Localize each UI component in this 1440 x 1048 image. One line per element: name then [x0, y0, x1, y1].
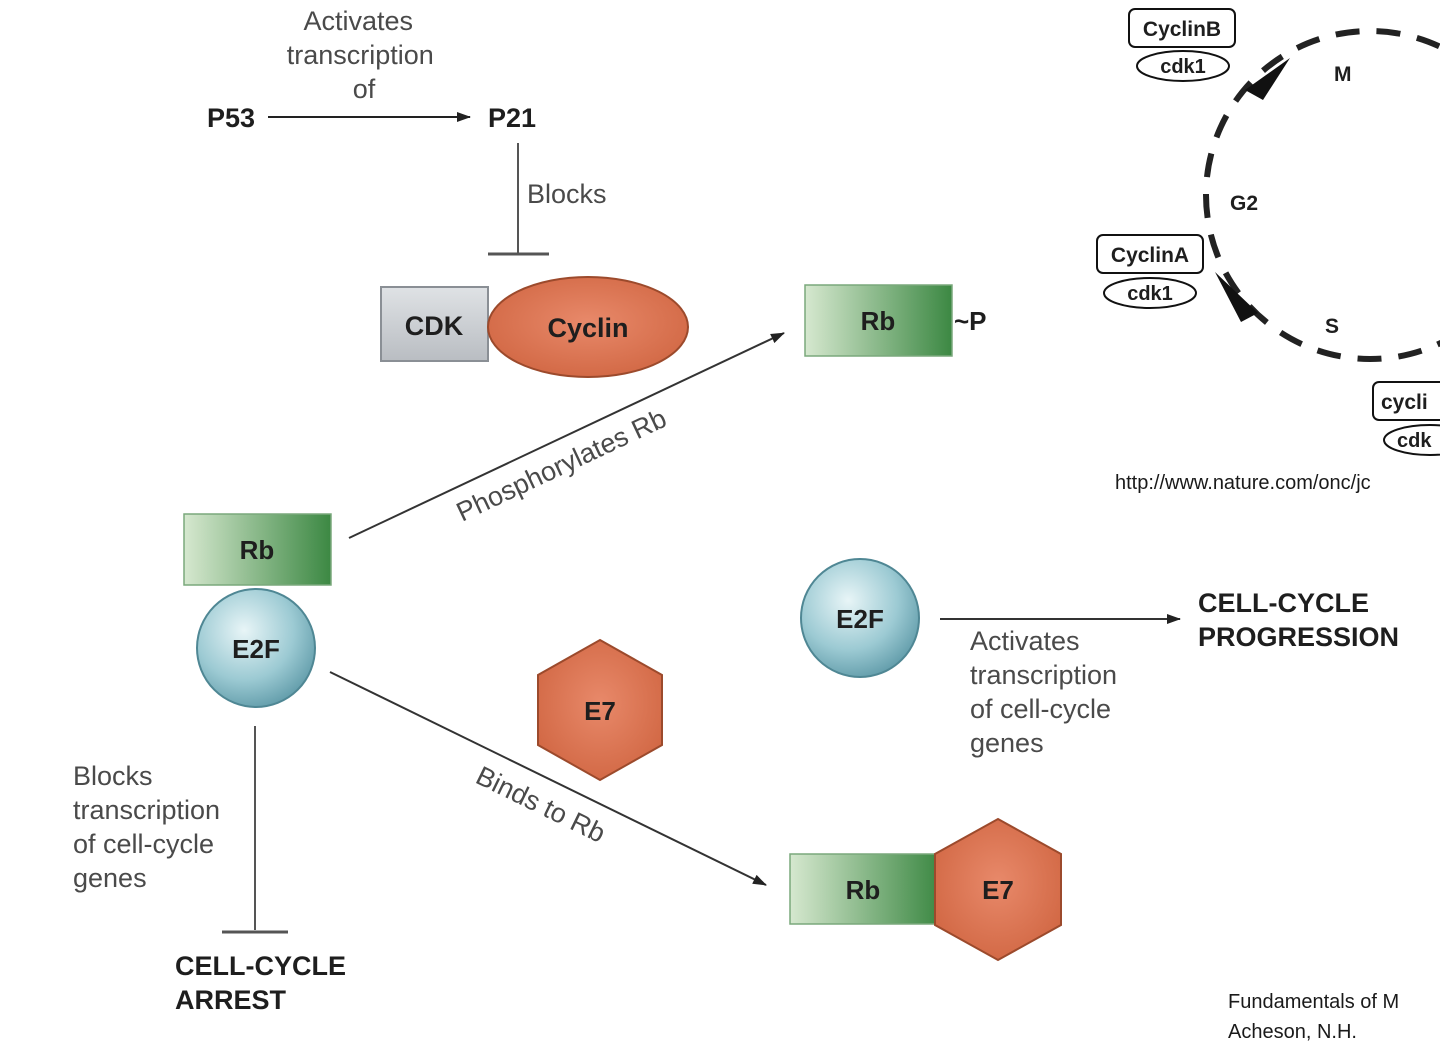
progression-label: CELL-CYCLE PROGRESSION — [1198, 588, 1399, 652]
rb-e7-e7-label: E7 — [982, 875, 1014, 905]
cyclin-partial-box — [1372, 381, 1440, 421]
cyclin-b-box — [1128, 8, 1236, 48]
activates-genes-label: Activates transcription of cell-cycle ge… — [970, 626, 1125, 758]
e7-label: E7 — [584, 696, 616, 726]
rb-left-box — [183, 513, 332, 586]
phosphorylates-label: Phosphorylates Rb — [452, 403, 671, 527]
rb-e7-box — [789, 853, 941, 925]
phosphorylates-arrow — [348, 332, 785, 539]
phase-s: S — [1325, 315, 1339, 338]
binds-arrow — [329, 671, 767, 886]
rb-e7-rb-label: Rb — [846, 875, 881, 905]
p53-label: P53 — [207, 103, 255, 133]
cycle-arrow-mid — [1215, 272, 1258, 322]
e7-hexagon — [537, 638, 663, 782]
blocks-label: Blocks — [527, 179, 607, 209]
credit-text: Fundamentals of M Acheson, N.H. — [1228, 991, 1405, 1043]
phase-m: M — [1334, 63, 1352, 86]
cell-cycle-circle — [1203, 28, 1440, 362]
cyclin-ellipse — [487, 276, 689, 378]
rb-phospho-label: Rb — [861, 306, 896, 336]
e2f-left-label: E2F — [232, 634, 280, 664]
phosphate-label: ~P — [954, 306, 987, 336]
rb-left-label: Rb — [240, 535, 275, 565]
arrest-label: CELL-CYCLE ARREST — [175, 951, 354, 1015]
rb-phospho-box — [804, 284, 953, 357]
rb-e7-hexagon — [934, 817, 1062, 962]
cyclin-label: Cyclin — [547, 313, 628, 343]
activates-label: Activates transcription of — [287, 6, 442, 104]
cdk-box — [380, 286, 489, 362]
cdk1-a-ellipse — [1103, 277, 1197, 309]
cdk-partial-label: cdk — [1397, 430, 1432, 452]
cyclin-a-box — [1096, 234, 1204, 274]
p21-label: P21 — [488, 103, 536, 133]
e2f-left-circle — [196, 588, 316, 708]
phase-g2: G2 — [1230, 192, 1258, 215]
cdk-label: CDK — [405, 311, 464, 341]
cdk1-b-ellipse — [1136, 50, 1230, 82]
left-block-label: Blocks transcription of cell-cycle genes — [73, 761, 228, 893]
cyclin-partial-label: cycli — [1381, 391, 1428, 414]
e2f-free-circle — [800, 558, 920, 678]
cyclin-a-label: CyclinA — [1111, 244, 1189, 267]
e2f-free-label: E2F — [836, 604, 884, 634]
cdk1-a-label: cdk1 — [1127, 283, 1173, 305]
cycle-arrow-top — [1245, 58, 1290, 100]
cdk-partial-ellipse — [1383, 424, 1440, 456]
cyclin-b-label: CyclinB — [1143, 18, 1221, 41]
cdk1-b-label: cdk1 — [1160, 56, 1206, 78]
source-url: http://www.nature.com/onc/jc — [1115, 472, 1371, 494]
